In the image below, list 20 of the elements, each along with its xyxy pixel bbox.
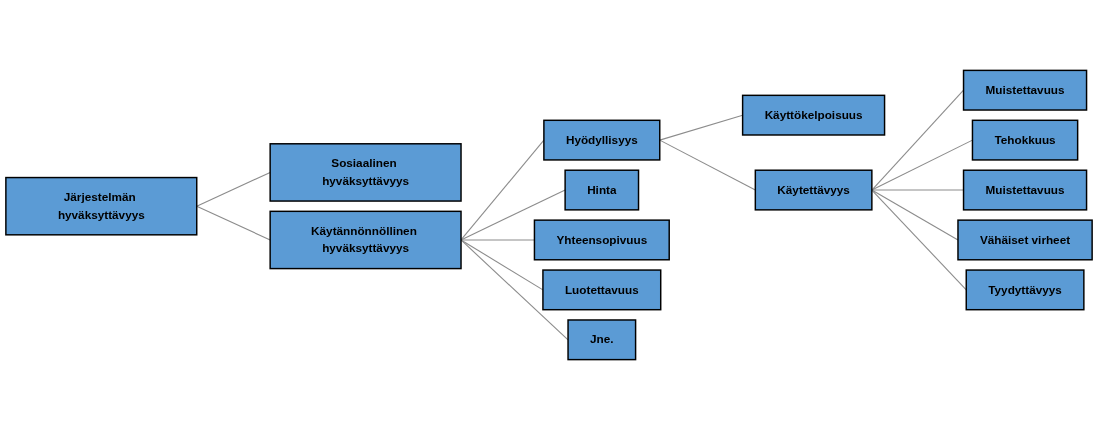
node-box: Yhteensopivuus bbox=[533, 219, 670, 261]
node-box: Hyödyllisyys bbox=[543, 119, 661, 161]
connector bbox=[871, 139, 973, 191]
connector bbox=[659, 139, 756, 191]
node-box: Käyttökelpoisuus bbox=[741, 94, 886, 136]
node-box: Järjestelmän hyväksyttävyys bbox=[5, 176, 198, 236]
node-box: Muistettavuus bbox=[962, 69, 1088, 111]
node-box: Jne. bbox=[567, 319, 637, 361]
node-box: Tyydyttävyys bbox=[965, 269, 1085, 311]
node-box: Käytettävyys bbox=[754, 169, 873, 211]
connector bbox=[196, 171, 271, 207]
node-box: Hinta bbox=[564, 169, 640, 211]
node-box: Tehokkuus bbox=[971, 119, 1079, 161]
node-box: Sosiaalinen hyväksyttävyys bbox=[269, 143, 462, 202]
connector bbox=[196, 205, 271, 241]
node-box: Muistettavuus bbox=[962, 169, 1088, 211]
node-box: Käytännönnöllinen hyväksyttävyys bbox=[269, 210, 462, 270]
node-box: Luotettavuus bbox=[542, 269, 662, 311]
node-box: Vähäiset virheet bbox=[957, 219, 1093, 261]
connector bbox=[871, 189, 967, 291]
